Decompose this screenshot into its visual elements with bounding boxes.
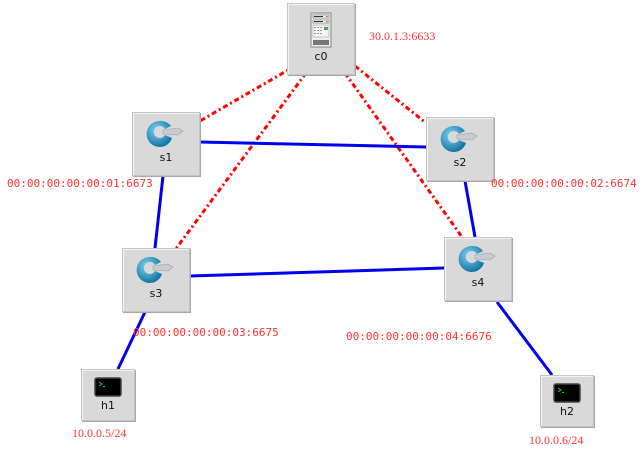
node-label: h1 <box>101 399 115 412</box>
switch-icon <box>136 256 174 283</box>
host-node-h2[interactable]: h2 <box>540 375 594 427</box>
h1-ip-label: 10.0.0.5/24 <box>72 426 127 440</box>
s2-dpid-label: 00:00:00:00:00:02:6674 <box>491 177 637 190</box>
node-label: s3 <box>149 287 163 300</box>
link-s4-h2[interactable] <box>495 301 554 376</box>
link-c0-s1[interactable] <box>199 64 296 123</box>
switch-node-s4[interactable]: s4 <box>444 237 512 301</box>
terminal-icon <box>94 377 122 397</box>
host-node-h1[interactable]: h1 <box>81 369 135 421</box>
s3-dpid-label: 00:00:00:00:00:03:6675 <box>133 326 279 339</box>
switch-icon <box>458 245 496 272</box>
s4-dpid-label: 00:00:00:00:00:04:6676 <box>346 330 492 343</box>
link-s1-s3[interactable] <box>153 175 165 249</box>
link-s2-s4[interactable] <box>463 180 477 238</box>
switch-node-s2[interactable]: s2 <box>426 117 494 181</box>
link-c0-s4[interactable] <box>343 72 464 238</box>
switch-icon <box>146 120 184 147</box>
terminal-icon <box>553 383 581 403</box>
node-label: c0 <box>314 50 328 63</box>
s1-dpid-label: 00:00:00:00:00:01:6673 <box>7 177 153 190</box>
controller-address-label: 30.0.1.3:6633 <box>369 29 436 43</box>
link-s3-s4[interactable] <box>189 266 445 278</box>
node-label: s1 <box>159 151 173 164</box>
server-icon <box>310 12 332 48</box>
switch-icon <box>440 125 478 152</box>
h2-ip-label: 10.0.0.6/24 <box>529 433 584 447</box>
link-c0-s2[interactable] <box>354 64 427 125</box>
node-label: s2 <box>453 156 467 169</box>
switch-node-s1[interactable]: s1 <box>132 112 200 176</box>
link-s3-h1[interactable] <box>116 311 147 370</box>
switch-node-s3[interactable]: s3 <box>122 248 190 312</box>
link-s1-s2[interactable] <box>199 140 427 149</box>
controller-node-c0[interactable]: c0 <box>287 3 355 75</box>
node-label: h2 <box>560 405 574 418</box>
link-c0-s3[interactable] <box>173 72 308 251</box>
node-label: s4 <box>471 276 485 289</box>
